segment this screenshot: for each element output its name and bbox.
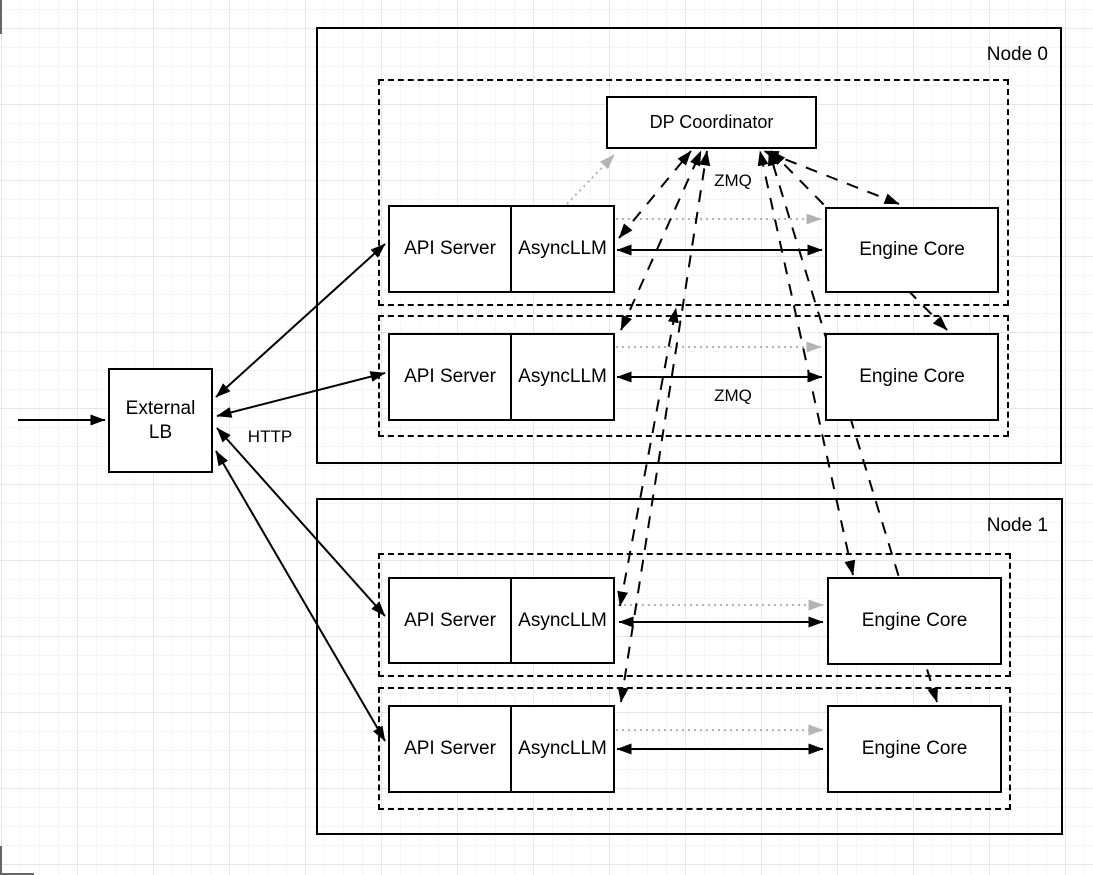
asyncllm-cell-rank4: AsyncLLM [512, 707, 613, 791]
engine-core-label: Engine Core [859, 239, 965, 261]
edge-lb-api4 [215, 450, 386, 742]
page-edge-top-left [0, 0, 2, 34]
dp-rank2-group [378, 553, 1011, 677]
dp-coordinator-box: DP Coordinator [606, 96, 817, 149]
engine-core-box-rank1: Engine Core [825, 207, 999, 293]
edge-coord-async4-dashed [617, 150, 711, 703]
engine-core-label: Engine Core [859, 366, 965, 388]
api-server-label: API Server [404, 366, 496, 387]
http-label: HTTP [243, 427, 297, 447]
asyncllm-label: AsyncLLM [518, 609, 607, 631]
dp-rank0-group [378, 79, 1009, 306]
page-edge-bottom-left [0, 846, 2, 875]
zmq-coordinator-label: ZMQ [706, 171, 760, 191]
asyncllm-label: AsyncLLM [518, 366, 607, 387]
zmq-rank2-label: ZMQ [706, 386, 760, 406]
api-server-cell-rank1: API Server [390, 207, 512, 291]
asyncllm-label: AsyncLLM [518, 738, 607, 759]
page-edge-bottom [0, 873, 34, 875]
api-server-label: API Server [404, 738, 496, 759]
api-server-label: API Server [404, 238, 496, 259]
engine-core-box-rank3: Engine Core [827, 577, 1002, 665]
engine-core-label: Engine Core [861, 610, 968, 632]
engine-core-label: Engine Core [861, 738, 968, 760]
dp-rank3-group [378, 687, 1011, 810]
asyncllm-cell-rank2: AsyncLLM [512, 335, 613, 419]
external-lb-box: External LB [108, 368, 213, 473]
node1-container [316, 498, 1063, 835]
api-server-cell-rank3: API Server [390, 579, 512, 662]
asyncllm-label: AsyncLLM [518, 238, 607, 259]
api-server-label: API Server [404, 609, 496, 631]
dp-rank1-group [378, 315, 1009, 437]
engine-core-box-rank2: Engine Core [825, 333, 999, 421]
engine-core-box-rank4: Engine Core [827, 705, 1002, 793]
api-server-cell-rank4: API Server [390, 707, 512, 791]
external-lb-label: External LB [125, 397, 196, 443]
dp-coordinator-label: DP Coordinator [649, 112, 774, 133]
node0-container [316, 27, 1062, 464]
api-async-box-rank3: API Server AsyncLLM [388, 577, 615, 664]
api-async-box-rank1: API Server AsyncLLM [388, 205, 615, 293]
asyncllm-cell-rank1: AsyncLLM [512, 207, 613, 291]
node1-label: Node 1 [986, 515, 1048, 536]
edge-lb-api2 [216, 371, 386, 418]
api-server-cell-rank2: API Server [390, 335, 512, 419]
api-async-box-rank4: API Server AsyncLLM [388, 705, 615, 793]
asyncllm-cell-rank3: AsyncLLM [512, 579, 613, 662]
node0-label: Node 0 [986, 44, 1048, 65]
api-async-box-rank2: API Server AsyncLLM [388, 333, 615, 421]
